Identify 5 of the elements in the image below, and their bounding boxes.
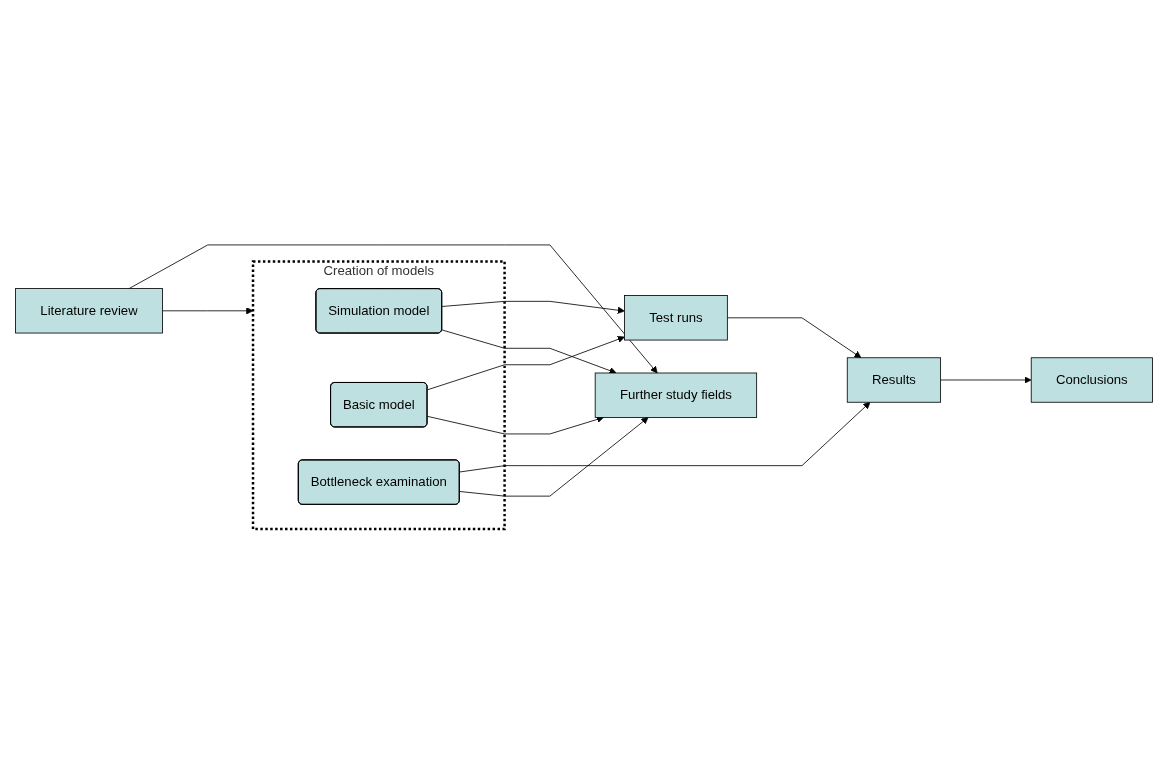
node-box: Conclusions (1030, 357, 1153, 403)
node-box: Literature review (14, 288, 163, 334)
node-box: Further study fields (594, 372, 757, 418)
node-box: Test runs (623, 295, 728, 341)
node-box: Results (846, 357, 941, 403)
